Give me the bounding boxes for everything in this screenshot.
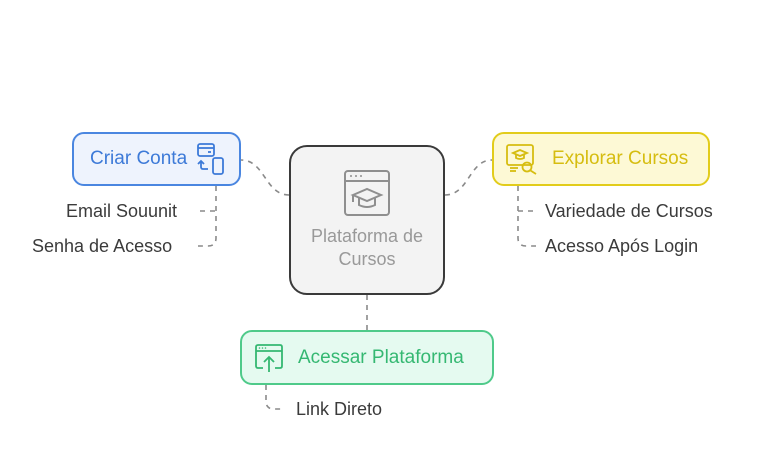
connector-explorar-acesso [517,186,536,247]
browser-graduation-cap-icon [344,170,390,216]
course-search-icon [506,144,537,175]
leaf-variedade-de-cursos: Variedade de Cursos [545,201,713,221]
connector-criar-senha [198,186,217,247]
leaf-senha-de-acesso: Senha de Acesso [32,236,173,256]
leaf-acesso-apos-login: Acesso Após Login [545,236,699,256]
node-criar-conta[interactable]: Criar Conta [72,132,241,186]
connector-acessar-link [265,385,284,410]
connector-center-criar [240,159,290,196]
node-criar-conta-label: Criar Conta [90,148,188,169]
connector-center-explorar [444,159,493,196]
browser-upload-icon [255,343,283,372]
node-acessar-plataforma-label: Acessar Plataforma [298,346,464,368]
card-phone-sync-icon [197,143,225,175]
center-node-label: Plataforma de Cursos [310,226,424,269]
node-explorar-cursos[interactable]: Explorar Cursos [492,132,710,186]
leaf-link-direto: Link Direto [296,399,383,419]
node-explorar-cursos-label: Explorar Cursos [552,148,689,169]
node-acessar-plataforma[interactable]: Acessar Plataforma [240,330,494,385]
leaf-email-souunit: Email Souunit [66,201,178,221]
center-node[interactable]: Plataforma de Cursos [289,145,445,295]
